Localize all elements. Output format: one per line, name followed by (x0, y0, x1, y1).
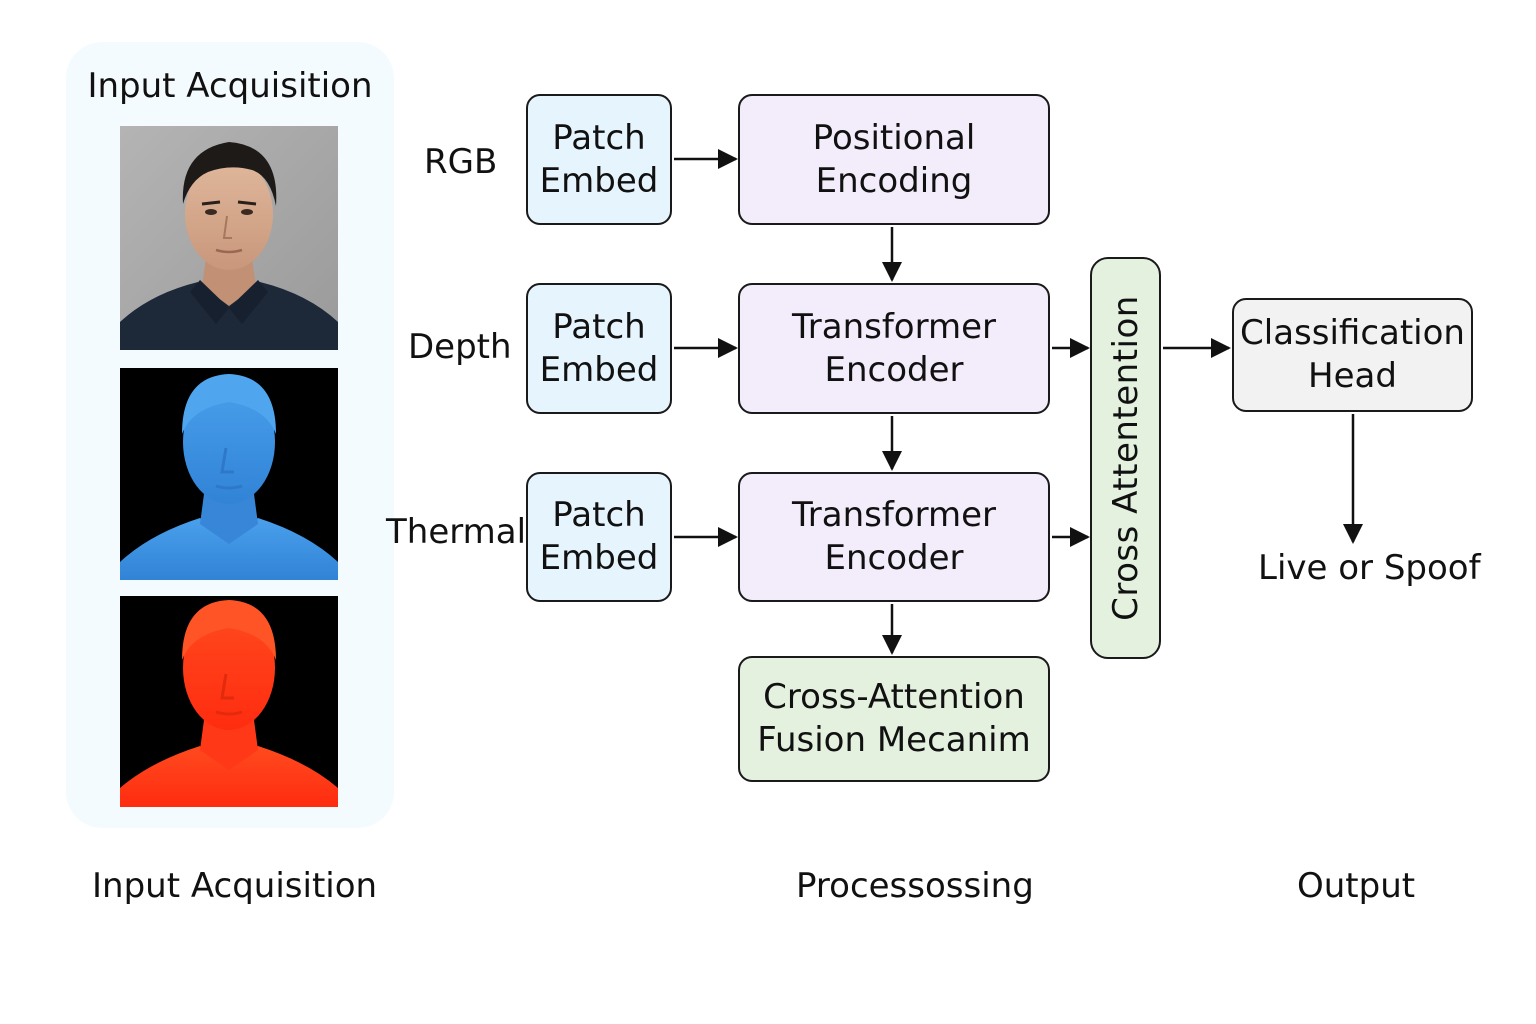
footer-output: Output (1297, 866, 1416, 906)
patch-embed-rgb: Patch Embed (526, 94, 672, 225)
cross-attention-fusion-label: Cross-Attention Fusion Mecanim (757, 677, 1031, 760)
footer-input-acquisition: Input Acquisition (92, 866, 378, 906)
positional-encoding-label: Positional Encoding (812, 117, 976, 201)
transformer-encoder-box-2: Transformer Encoder (738, 472, 1050, 602)
classification-head-box: Classification Head (1232, 298, 1473, 412)
modality-label-depth: Depth (408, 327, 512, 367)
thermal-face-image (120, 596, 338, 807)
patch-embed-thermal: Patch Embed (526, 472, 672, 602)
patch-embed-thermal-label: Patch Embed (539, 495, 659, 578)
transformer-encoder-label-2: Transformer Encoder (791, 495, 997, 578)
cross-attention-fusion-box: Cross-Attention Fusion Mecanim (738, 656, 1050, 782)
patch-embed-depth: Patch Embed (526, 283, 672, 414)
depth-face-image (120, 368, 338, 580)
modality-label-thermal: Thermal (386, 512, 527, 552)
modality-label-rgb: RGB (424, 142, 498, 182)
patch-embed-rgb-label: Patch Embed (539, 117, 659, 201)
live-or-spoof-output: Live or Spoof (1258, 548, 1481, 588)
rgb-face-image (120, 126, 338, 350)
patch-embed-depth-label: Patch Embed (539, 306, 659, 390)
panel-title: Input Acquisition (87, 66, 373, 106)
transformer-encoder-box-1: Transformer Encoder (738, 283, 1050, 414)
cross-attention-bar: Cross Attentention (1090, 257, 1161, 659)
footer-processing: Processossing (796, 866, 1034, 906)
classification-head-label: Classification Head (1240, 313, 1465, 396)
positional-encoding-box: Positional Encoding (738, 94, 1050, 225)
transformer-encoder-label-1: Transformer Encoder (791, 306, 997, 390)
